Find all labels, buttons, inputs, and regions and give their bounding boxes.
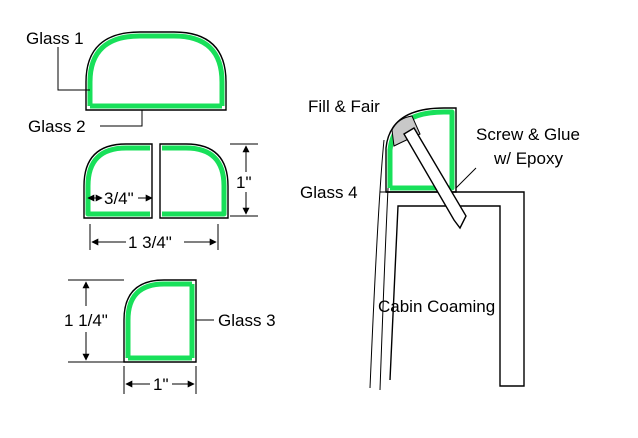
screw-glue-label-line2: w/ Epoxy: [493, 149, 563, 168]
half-round-profile: [57, 31, 227, 127]
fill-fair-filler: [391, 115, 421, 147]
screw-glue-label-line1: Screw & Glue: [476, 125, 580, 144]
dim-three-quarter-label: 3/4": [104, 189, 134, 208]
dim-one-inch-vertical-label: 1": [236, 173, 252, 192]
glass-2-label: Glass 2: [28, 117, 86, 136]
right-quarter-glass: [162, 145, 227, 217]
glass-1-label: Glass 1: [26, 29, 84, 48]
dim-one-quarter-label: 1 1/4": [64, 311, 108, 330]
glass-3-curved: [125, 281, 192, 358]
glass-1-layer: [87, 33, 225, 106]
split-quarter-profiles: [83, 143, 258, 250]
cabin-coaming: [386, 191, 525, 387]
fill-fair-label: Fill & Fair: [308, 97, 380, 116]
dim-one-three-quarter-label: 1 3/4": [128, 233, 172, 252]
installed-assembly: [369, 107, 525, 391]
glass-4-label: Glass 4: [300, 183, 358, 202]
cabin-coaming-label: Cabin Coaming: [378, 297, 495, 316]
quarter-round-profile: [68, 279, 214, 394]
screw: [403, 127, 467, 230]
glass-3-label: Glass 3: [218, 311, 276, 330]
left-quarter-glass: [85, 145, 150, 217]
dim-one-inch-horizontal-label: 1": [153, 375, 169, 394]
